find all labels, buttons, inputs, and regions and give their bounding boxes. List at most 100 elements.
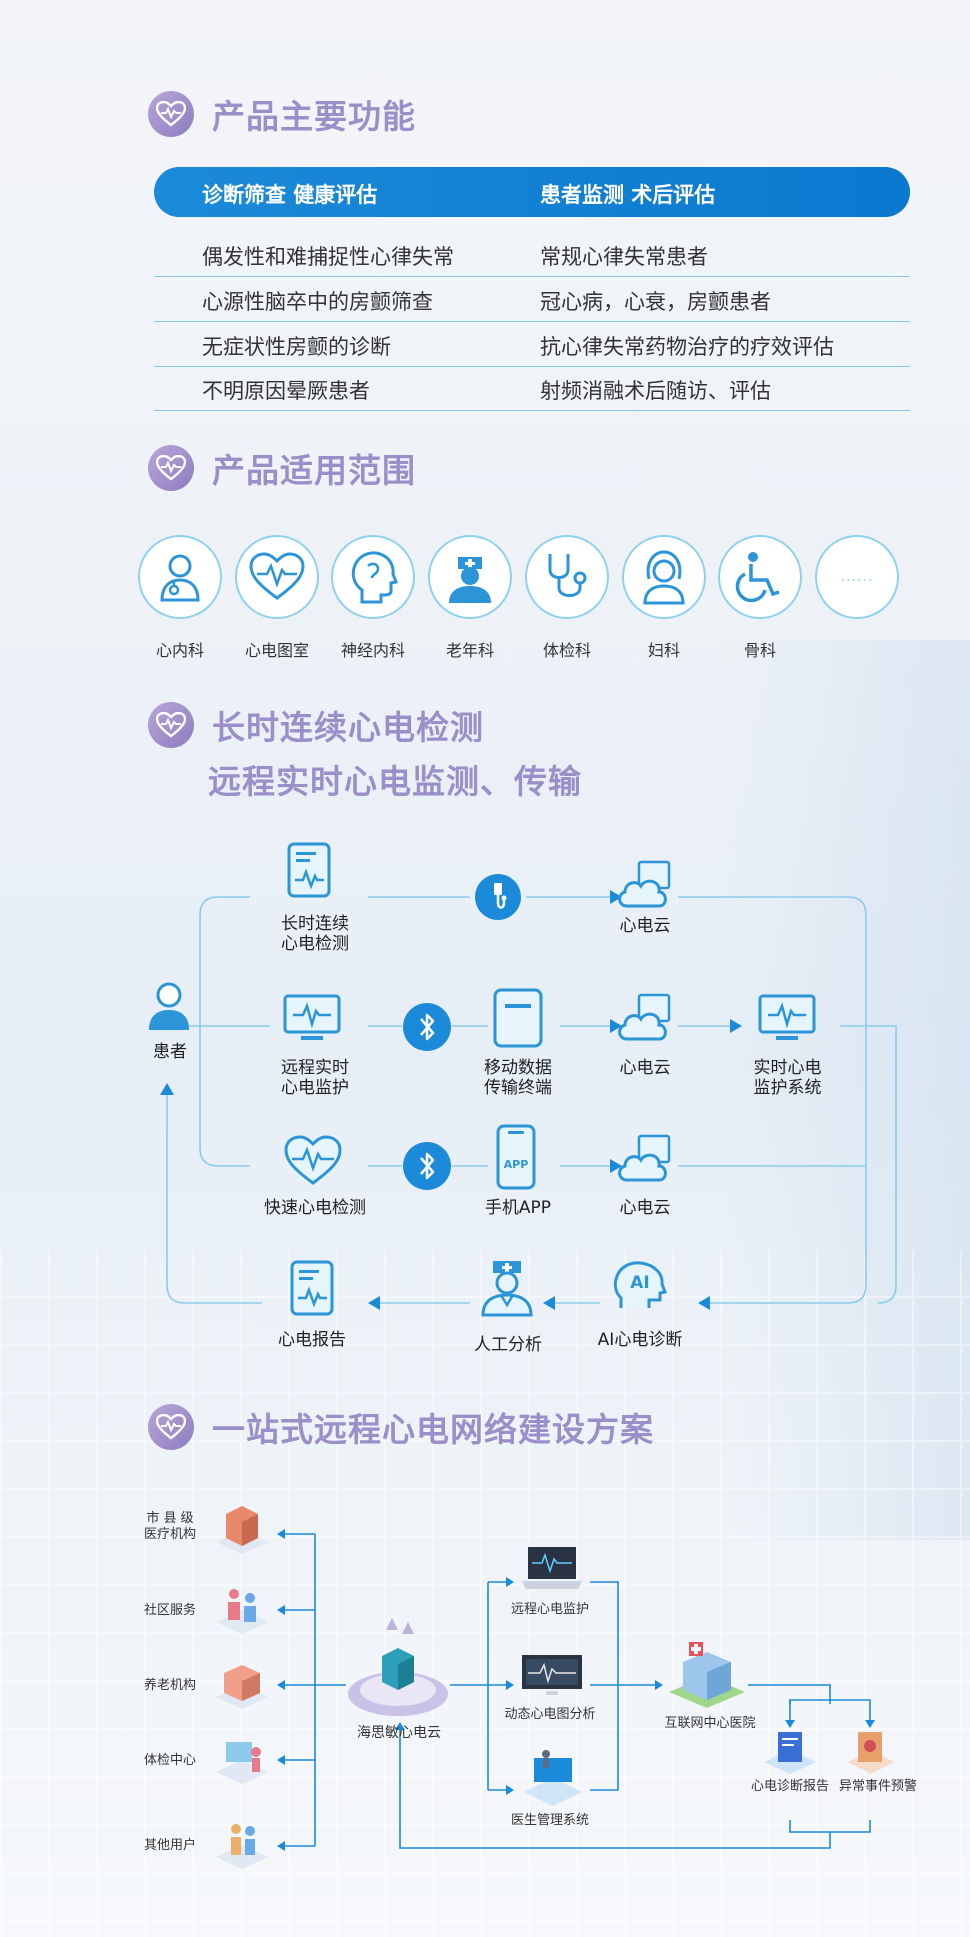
- mobile-terminal-icon: [493, 988, 543, 1052]
- department-label: 体检科: [542, 641, 591, 660]
- bluetooth-icon: [402, 1141, 452, 1195]
- heart-pulse-icon: [148, 702, 194, 748]
- functions-row: 无症状性房颤的诊断 抗心律失常药物治疗的疗效评估: [154, 322, 910, 367]
- functions-cell: 无症状性房颤的诊断: [202, 335, 391, 359]
- functions-row: 心源性脑卒中的房颤筛查 冠心病，心衰，房颤患者: [154, 277, 910, 322]
- remote-realtime-label: 远程实时 心电监护: [281, 1058, 349, 1098]
- department-gynecology: 妇科: [622, 535, 706, 661]
- holter-device-icon: [287, 842, 331, 902]
- functions-cell: 抗心律失常药物治疗的疗效评估: [540, 335, 834, 359]
- service-label: 远程心电监护: [510, 1602, 589, 1617]
- more-dots-text: ......: [840, 569, 874, 585]
- usb-cable-icon: [474, 873, 522, 925]
- realtime-system-label: 实时心电 监护系统: [753, 1058, 822, 1098]
- user-label: 社区服务: [143, 1603, 196, 1618]
- physical-exam-center-icon: [212, 1730, 272, 1790]
- cloud-hub-icon: [346, 1610, 450, 1724]
- service-label: 医生管理系统: [510, 1813, 589, 1828]
- department-label: 心电图室: [244, 641, 309, 660]
- report-icon: [290, 1260, 334, 1320]
- functions-cell: 心源性脑卒中的房颤筛查: [202, 290, 433, 314]
- department-geriatrics: 老年科: [428, 535, 512, 661]
- heart-pulse-icon: [148, 1404, 194, 1450]
- event-warning-icon: [846, 1728, 896, 1780]
- department-label: 神经内科: [340, 641, 405, 660]
- functions-header-bar: 诊断筛查 健康评估 患者监测 术后评估: [154, 167, 910, 217]
- gynecology-woman-icon: [622, 535, 706, 619]
- section-title-text: 产品主要功能: [212, 97, 416, 136]
- functions-header-left: 诊断筛查 健康评估: [202, 183, 378, 207]
- user-label: 其他用户: [143, 1838, 196, 1853]
- section-title-monitoring: 长时连续心电检测: [148, 701, 484, 749]
- doctor-icon: [479, 1255, 535, 1321]
- heart-pulse-icon: [148, 91, 194, 137]
- section-subtitle-monitoring: 远程实时心电监测、传输: [208, 762, 582, 801]
- section-title-text: 长时连续心电检测: [212, 708, 484, 747]
- other-users-icon: [212, 1815, 272, 1875]
- diagnosis-report-icon: [762, 1728, 818, 1780]
- internet-hospital-icon: [665, 1640, 749, 1714]
- department-cardiology: 心内科: [138, 535, 222, 661]
- department-neurology: 神经内科: [331, 535, 415, 661]
- department-label: 妇科: [647, 641, 680, 660]
- cloud-icon: [615, 1134, 675, 1188]
- section-title-text: 一站式远程心电网络建设方案: [212, 1410, 654, 1449]
- phone-app-label: 手机APP: [484, 1198, 552, 1218]
- patient-icon: [147, 982, 191, 1036]
- functions-cell: 射频消融术后随访、评估: [540, 379, 771, 403]
- user-label: 市 县 级 医疗机构: [143, 1511, 196, 1542]
- functions-row: 不明原因晕厥患者 射频消融术后随访、评估: [154, 366, 910, 411]
- community-service-icon: [212, 1580, 272, 1640]
- department-label: 老年科: [445, 641, 494, 660]
- monitor-icon: [283, 994, 341, 1048]
- long-term-label: 长时连续 心电检测: [281, 914, 349, 954]
- phone-app-icon: APP: [496, 1124, 536, 1190]
- nursing-home-icon: [212, 1655, 272, 1715]
- cloud-icon: [615, 860, 675, 914]
- monitor-icon: [758, 994, 816, 1048]
- patient-label: 患者: [153, 1042, 187, 1062]
- user-label: 体检中心: [143, 1753, 196, 1768]
- functions-row: 偶发性和难捕捉性心律失常 常规心律失常患者: [154, 232, 910, 277]
- hospital-label: 互联网中心医院: [664, 1716, 756, 1731]
- ecg-heart-icon: [235, 535, 319, 619]
- report-label: 心电报告: [278, 1330, 346, 1350]
- output-label: 异常事件预警: [838, 1779, 917, 1794]
- cloud-label: 心电云: [619, 1198, 671, 1218]
- hub-label: 海思敏心电云: [357, 1725, 441, 1741]
- functions-cell: 常规心律失常患者: [540, 245, 708, 269]
- section-title-text: 产品适用范围: [212, 451, 416, 490]
- department-physical-exam: 体检科: [525, 535, 609, 661]
- section-title-scope: 产品适用范围: [148, 444, 416, 492]
- functions-cell: 冠心病，心衰，房颤患者: [540, 290, 771, 314]
- department-more: ......: [815, 535, 899, 637]
- heart-pulse-icon: [148, 445, 194, 491]
- section-title-functions: 产品主要功能: [148, 90, 416, 138]
- geriatrics-nurse-icon: [428, 535, 512, 619]
- service-label: 动态心电图分析: [504, 1707, 596, 1722]
- cloud-label: 心电云: [619, 916, 671, 936]
- mobile-terminal-label: 移动数据 传输终端: [484, 1058, 552, 1098]
- user-label: 养老机构: [143, 1678, 196, 1693]
- functions-cell: 偶发性和难捕捉性心律失常: [202, 245, 454, 269]
- heart-ecg-icon: [284, 1135, 342, 1191]
- laptop-monitor-icon: [520, 1545, 584, 1597]
- app-badge: APP: [503, 1158, 529, 1171]
- department-orthopedics: 骨科: [718, 535, 802, 661]
- department-ecg: 心电图室: [235, 535, 319, 661]
- department-label: 骨科: [743, 641, 776, 660]
- more-dots-icon: ......: [815, 535, 899, 619]
- manual-analysis-label: 人工分析: [474, 1335, 542, 1355]
- hospital-building-icon: [212, 1500, 272, 1560]
- bluetooth-icon: [402, 1002, 452, 1056]
- department-label: 心内科: [155, 641, 204, 660]
- functions-header-right: 患者监测 术后评估: [540, 183, 716, 207]
- cardiology-doctor-icon: [138, 535, 222, 619]
- cloud-label: 心电云: [619, 1058, 671, 1078]
- holter-analysis-icon: [520, 1653, 584, 1701]
- orthopedics-wheelchair-icon: [718, 535, 802, 619]
- quick-test-label: 快速心电检测: [264, 1198, 366, 1218]
- ai-badge: AI: [630, 1273, 650, 1293]
